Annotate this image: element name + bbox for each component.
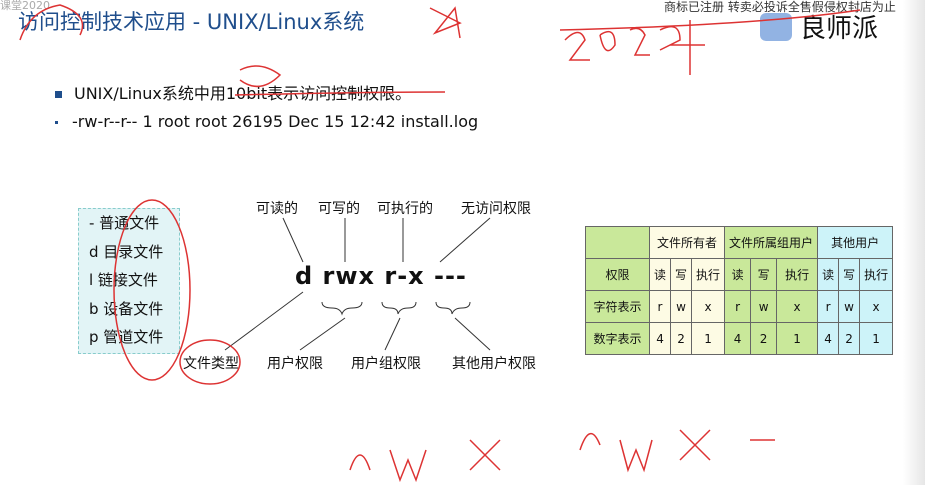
cell: w	[670, 290, 693, 323]
copyright-notice: 商标已注册 转卖必投诉全售假侵权封店为止	[664, 0, 896, 14]
watermark: 课堂2020	[0, 0, 50, 12]
logo: 良师派	[760, 8, 878, 45]
cell: 写	[670, 258, 693, 291]
cell: 4	[648, 322, 672, 355]
logo-text: 良师派	[800, 14, 879, 44]
cell: x	[776, 290, 819, 323]
cell: x	[691, 290, 726, 323]
cell: 1	[776, 322, 819, 355]
bullet-2: -rw-r--r-- 1 root root 26195 Dec 15 12:4…	[55, 112, 478, 131]
cell: 执行	[776, 258, 819, 291]
row-header: 权限	[585, 258, 650, 291]
cell: 2	[670, 322, 693, 355]
cell: 执行	[859, 258, 894, 291]
bullet-square-icon	[55, 91, 62, 98]
cell: w	[838, 290, 861, 323]
table-corner	[585, 226, 650, 259]
permission-table: 文件所有者 文件所属组用户 其他用户 权限 读写执行 读写执行 读写执行 字符表…	[585, 226, 894, 355]
cell: 写	[750, 258, 778, 291]
label-readable: 可读的	[256, 201, 298, 217]
cell: r	[817, 290, 840, 323]
permission-string: d rwx r-x ---	[295, 262, 467, 290]
cell: 2	[750, 322, 778, 355]
bullet-1: UNIX/Linux系统中用10bit表示访问控制权限。	[55, 80, 411, 104]
logo-icon	[760, 12, 792, 41]
cell: 1	[859, 322, 894, 355]
label-file-type: 文件类型	[183, 356, 239, 372]
file-type: p 管道文件	[89, 328, 164, 346]
table-group-owner: 文件所有者	[648, 226, 726, 259]
label-writable: 可写的	[318, 201, 360, 217]
file-type: b 设备文件	[89, 299, 164, 318]
label-group-perm: 用户组权限	[351, 356, 421, 372]
cell: 读	[724, 258, 752, 291]
bullet-text: -rw-r--r-- 1 root root 26195 Dec 15 12:4…	[72, 112, 479, 131]
label-user-perm: 用户权限	[267, 356, 323, 372]
cell: 读	[648, 258, 672, 291]
bullet-text: UNIX/Linux系统中用10bit表示访问控制权限。	[74, 84, 412, 103]
cell: x	[859, 290, 894, 323]
label-no-access: 无访问权限	[461, 201, 531, 217]
cell: 2	[838, 322, 861, 355]
file-type-box: - 普通文件 d 目录文件 l 链接文件 b 设备文件 p 管道文件	[78, 208, 180, 354]
file-type: d 目录文件	[89, 242, 164, 261]
slide-title: 访问控制技术应用 - UNIX/Linux系统	[18, 10, 365, 34]
row-header: 数字表示	[585, 322, 650, 355]
label-executable: 可执行的	[377, 201, 433, 217]
table-group-others: 其他用户	[817, 226, 894, 259]
cell: 1	[691, 322, 726, 355]
cell: r	[724, 290, 752, 323]
table-row: 权限 读写执行 读写执行 读写执行	[585, 258, 894, 291]
cell: w	[750, 290, 778, 323]
bullet-dot-icon	[55, 121, 58, 124]
row-header: 字符表示	[585, 290, 650, 323]
cell: 4	[817, 322, 840, 355]
cell: 写	[838, 258, 861, 291]
file-type: - 普通文件	[89, 214, 160, 232]
cell: 读	[817, 258, 840, 291]
cell: 执行	[691, 258, 726, 291]
table-group-group: 文件所属组用户	[724, 226, 819, 259]
file-type: l 链接文件	[89, 271, 158, 289]
cell: 4	[724, 322, 752, 355]
arrows	[224, 217, 491, 351]
handwriting	[19, 4, 861, 483]
cell: r	[648, 290, 672, 323]
label-other-perm: 其他用户权限	[452, 356, 536, 372]
